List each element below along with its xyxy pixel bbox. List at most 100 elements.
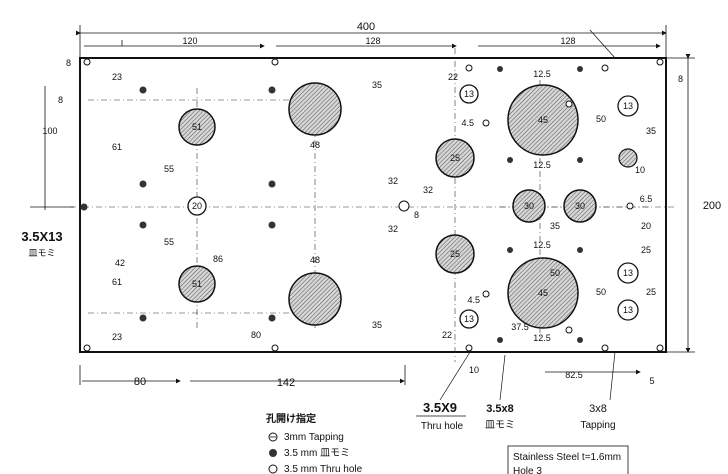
svg-text:3.5X9: 3.5X9 xyxy=(423,400,457,415)
hole-labels: 51 51 45 45 25 25 30 30 13 13 13 13 13 2… xyxy=(192,89,633,324)
svg-text:86: 86 xyxy=(213,254,223,264)
svg-text:35: 35 xyxy=(550,221,560,231)
svg-text:61: 61 xyxy=(112,142,122,152)
svg-text:12.5: 12.5 xyxy=(533,333,551,343)
svg-text:50: 50 xyxy=(550,268,560,278)
svg-text:Hole 3: Hole 3 xyxy=(513,466,542,474)
svg-text:20: 20 xyxy=(192,201,202,211)
hole-36-upper xyxy=(288,82,342,136)
svg-text:32: 32 xyxy=(388,176,398,186)
hole-45-upper xyxy=(507,84,579,156)
svg-text:23: 23 xyxy=(112,332,122,342)
svg-text:20: 20 xyxy=(641,221,651,231)
top-dimension-lines xyxy=(30,25,695,385)
svg-text:80: 80 xyxy=(251,330,261,340)
hole-51-upper-left xyxy=(178,108,216,146)
dim-128b: 128 xyxy=(560,36,575,46)
legend-item-countersink: 3.5 mm 皿モミ xyxy=(269,448,350,459)
callout-tapping: 3x8 Tapping xyxy=(580,403,615,431)
svg-text:22: 22 xyxy=(442,330,452,340)
dimension-labels: 400 120 128 128 8 8 8 200 100 23 61 55 5… xyxy=(42,21,721,389)
dim-142-bottom: 142 xyxy=(277,377,295,389)
dim-400: 400 xyxy=(357,21,375,33)
svg-text:100: 100 xyxy=(42,126,57,136)
svg-text:3.5 mm Thru hole: 3.5 mm Thru hole xyxy=(284,464,363,474)
large-holes xyxy=(178,82,597,329)
svg-text:30: 30 xyxy=(524,201,534,211)
svg-text:61: 61 xyxy=(112,277,122,287)
svg-text:25: 25 xyxy=(450,249,460,259)
leader-lines xyxy=(439,29,616,401)
svg-text:50: 50 xyxy=(596,114,606,124)
svg-text:35: 35 xyxy=(372,320,382,330)
svg-text:32: 32 xyxy=(423,185,433,195)
svg-text:51: 51 xyxy=(192,122,202,132)
svg-text:3.5x8: 3.5x8 xyxy=(486,403,514,415)
svg-text:3x8: 3x8 xyxy=(589,403,607,415)
svg-text:12.5: 12.5 xyxy=(533,160,551,170)
svg-text:12.5: 12.5 xyxy=(533,240,551,250)
svg-text:8: 8 xyxy=(58,95,63,105)
svg-text:35: 35 xyxy=(646,126,656,136)
svg-text:55: 55 xyxy=(164,164,174,174)
hole-30-left xyxy=(512,189,546,223)
svg-text:48: 48 xyxy=(310,255,320,265)
callout-countersink: 3.5x8 皿モミ xyxy=(485,403,515,431)
svg-text:32: 32 xyxy=(388,224,398,234)
svg-text:42: 42 xyxy=(115,258,125,268)
svg-text:12.5: 12.5 xyxy=(533,69,551,79)
svg-text:10: 10 xyxy=(469,365,479,375)
svg-text:55: 55 xyxy=(164,237,174,247)
hole-45-lower xyxy=(507,257,579,329)
svg-text:45: 45 xyxy=(538,115,548,125)
dim-200: 200 xyxy=(703,200,721,212)
callout-thru: 3.5X9 Thru hole xyxy=(416,400,466,432)
svg-text:13: 13 xyxy=(464,89,474,99)
dim-80-bottom: 80 xyxy=(134,376,146,388)
svg-text:皿モミ: 皿モミ xyxy=(28,248,55,258)
svg-text:10: 10 xyxy=(635,165,645,175)
material-spec-box: Stainless Steel t=1.6mm Hole 3 xyxy=(507,445,629,474)
svg-text:25: 25 xyxy=(450,153,460,163)
hole-25-upper xyxy=(435,138,475,178)
svg-text:Thru hole: Thru hole xyxy=(421,421,464,432)
svg-text:82.5: 82.5 xyxy=(565,370,583,380)
svg-text:22: 22 xyxy=(448,72,458,82)
small-holes xyxy=(187,84,639,329)
svg-text:48: 48 xyxy=(310,140,320,150)
svg-text:Stainless Steel t=1.6mm: Stainless Steel t=1.6mm xyxy=(513,452,621,463)
svg-text:8: 8 xyxy=(414,210,419,220)
svg-text:25: 25 xyxy=(646,287,656,297)
svg-text:3.5X13: 3.5X13 xyxy=(21,229,62,244)
svg-text:50: 50 xyxy=(596,287,606,297)
tap-holes xyxy=(83,58,664,352)
svg-text:13: 13 xyxy=(623,305,633,315)
svg-text:13: 13 xyxy=(464,314,474,324)
callout-left: 3.5X13 皿モミ xyxy=(21,229,62,258)
countersink-holes xyxy=(80,66,638,343)
svg-text:5: 5 xyxy=(649,376,654,386)
panel-outline xyxy=(79,57,667,353)
svg-text:4.5: 4.5 xyxy=(461,118,474,128)
hole-36-lower xyxy=(288,272,342,326)
svg-text:13: 13 xyxy=(623,268,633,278)
svg-text:13: 13 xyxy=(623,101,633,111)
dim-120: 120 xyxy=(182,36,197,46)
legend-title: 孔開け指定 xyxy=(266,412,316,425)
svg-text:37.5: 37.5 xyxy=(511,322,529,332)
svg-text:30: 30 xyxy=(575,201,585,211)
hole-51-lower-left xyxy=(178,265,216,303)
svg-text:35: 35 xyxy=(372,80,382,90)
svg-text:4.5: 4.5 xyxy=(467,295,480,305)
svg-text:3.5 mm 皿モミ: 3.5 mm 皿モミ xyxy=(284,448,350,459)
hole-legend: 孔開け指定 3mm Tapping 3.5 mm 皿モミ 3.5 mm Thru… xyxy=(266,412,363,474)
hole-25-lower xyxy=(435,234,475,274)
svg-text:3mm Tapping: 3mm Tapping xyxy=(284,432,344,443)
svg-text:8: 8 xyxy=(678,74,683,84)
hole-30-right xyxy=(563,189,597,223)
svg-text:23: 23 xyxy=(112,72,122,82)
svg-text:6.5: 6.5 xyxy=(640,194,653,204)
svg-text:皿モミ: 皿モミ xyxy=(485,420,515,431)
legend-item-thru: 3.5 mm Thru hole xyxy=(268,464,363,474)
